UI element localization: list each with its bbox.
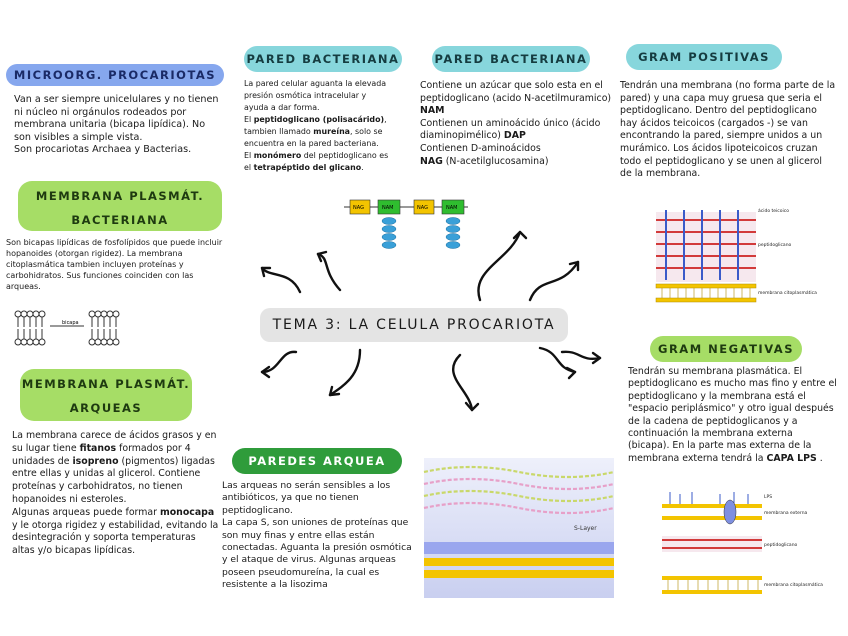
gram-pos-title: GRAM POSITIVAS bbox=[626, 44, 782, 70]
svg-text:membrana externa: membrana externa bbox=[764, 510, 808, 516]
bilayer-left bbox=[14, 310, 46, 346]
svg-text:peptidoglicano: peptidoglicano bbox=[764, 542, 798, 548]
gram-neg-title: GRAM NEGATIVAS bbox=[650, 336, 802, 362]
arrow-bottom-left bbox=[328, 348, 362, 397]
gram-neg-inner-membrane bbox=[662, 576, 762, 594]
pared1-title: PARED BACTERIANA bbox=[244, 46, 402, 72]
nag-box-2 bbox=[413, 199, 435, 215]
arrow-top bbox=[477, 230, 522, 302]
bilayer-figure: bicapa bbox=[14, 310, 120, 346]
gram-neg-figure: LPS membrana externa peptidoglicano memb… bbox=[662, 492, 823, 594]
bilayer-label: bicapa bbox=[62, 320, 79, 326]
nag-box-1 bbox=[349, 199, 371, 215]
nam-box-2 bbox=[441, 199, 465, 215]
gram-pos-membrane bbox=[655, 283, 757, 303]
svg-text:NAM: NAM bbox=[382, 205, 393, 211]
peptidoglycan-diagram: NAG NAM NAG NAM bbox=[344, 199, 468, 249]
arrow-center-left-top bbox=[316, 252, 342, 292]
gram-neg-outer-membrane bbox=[662, 492, 762, 525]
arrow-left bbox=[260, 350, 298, 374]
gram-pos-wall bbox=[656, 210, 756, 282]
s-layer-label: S-Layer bbox=[574, 525, 597, 532]
svg-text:peptidoglicano: peptidoglicano bbox=[758, 242, 792, 248]
svg-text:NAM: NAM bbox=[446, 205, 457, 211]
gram-pos-text: Tendrán una membrana (no forma parte de … bbox=[620, 80, 836, 180]
center-title: TEMA 3: LA CELULA PROCARIOTA bbox=[260, 308, 568, 342]
paredes-arq-title: PAREDES ARQUEA bbox=[232, 448, 402, 474]
membrana-arq-text: La membrana carece de ácidos grasos y en… bbox=[12, 430, 219, 557]
micro-text: Van a ser siempre unicelulares y no tien… bbox=[14, 94, 219, 156]
s-layer-figure: S-Layer bbox=[423, 458, 615, 598]
svg-text:NAG: NAG bbox=[353, 205, 364, 211]
nam-box-1 bbox=[377, 199, 401, 215]
membrana-bact-title: MEMBRANA PLASMÁT. BACTERIANA bbox=[18, 181, 222, 231]
arrow-right bbox=[560, 350, 602, 361]
svg-text:ácido teicoico: ácido teicoico bbox=[758, 207, 789, 214]
micro-title: MICROORG. PROCARIOTAS bbox=[6, 64, 224, 86]
pared2-title: PARED BACTERIANA bbox=[432, 46, 590, 72]
svg-text:LPS: LPS bbox=[764, 494, 772, 500]
arrow-bottom bbox=[452, 353, 474, 412]
svg-text:membrana citoplasmática: membrana citoplasmática bbox=[758, 289, 817, 296]
arrow-left-top bbox=[260, 266, 302, 294]
membrana-arq-title: MEMBRANA PLASMÁT. ARQUEAS bbox=[20, 369, 192, 421]
gram-pos-figure: ácido teicoico peptidoglicano membrana c… bbox=[655, 207, 817, 303]
bilayer-right bbox=[88, 310, 120, 346]
pared2-text: Contiene un azúcar que solo esta en el p… bbox=[420, 80, 612, 167]
membrana-bact-text: Son bicapas lipídicas de fosfolípidos qu… bbox=[6, 238, 223, 291]
svg-text:membrana citoplasmática: membrana citoplasmática bbox=[764, 581, 823, 588]
arrow-top-right bbox=[528, 260, 580, 302]
svg-text:NAG: NAG bbox=[417, 205, 428, 211]
gram-neg-peptidoglycan bbox=[662, 536, 762, 552]
pared1-text: La pared celular aguanta la elevada pres… bbox=[244, 79, 389, 172]
